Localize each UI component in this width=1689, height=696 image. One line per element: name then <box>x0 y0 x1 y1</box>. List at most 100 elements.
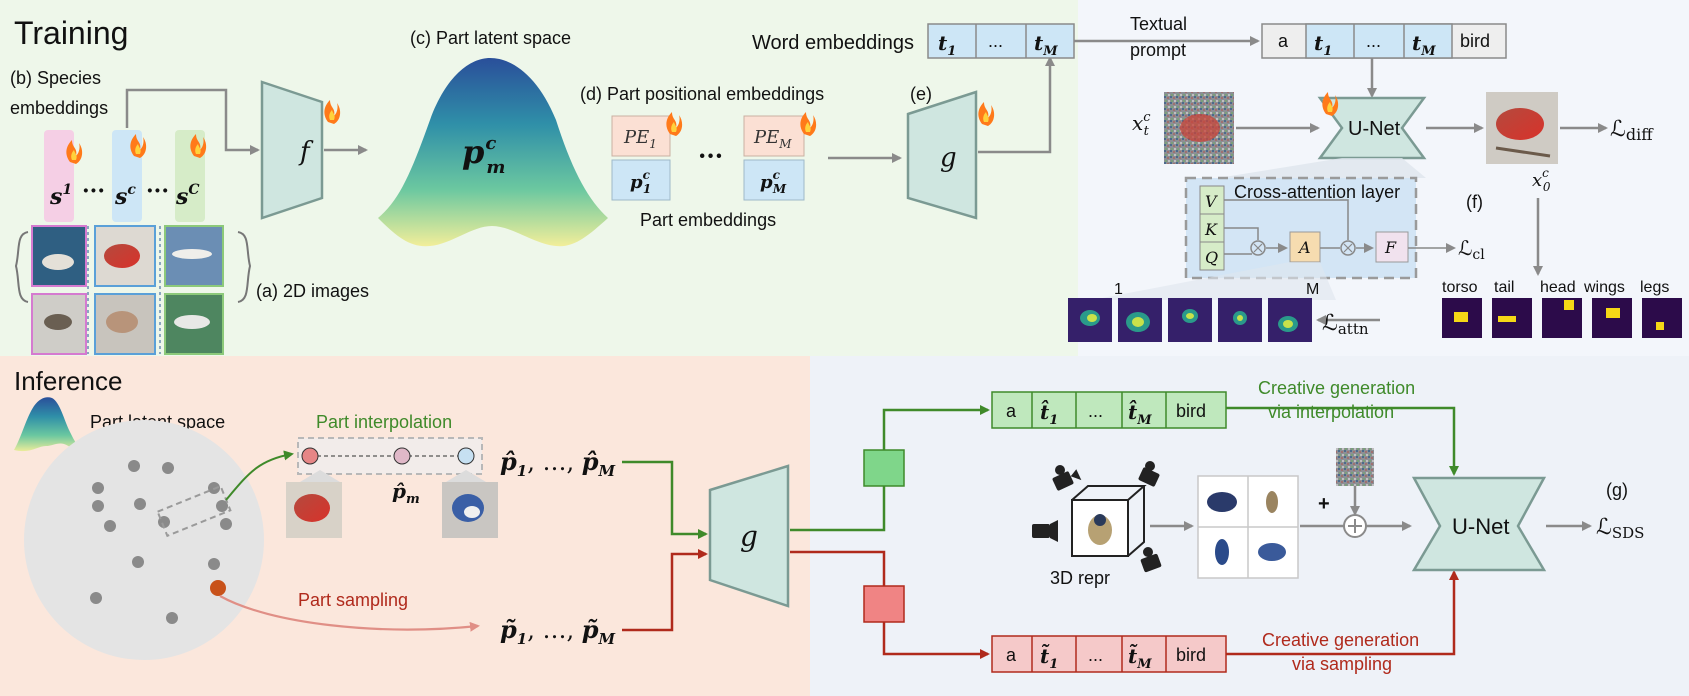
part-pos-label: (d) Part positional embeddings <box>580 84 824 104</box>
species-s1: s1 <box>49 182 72 210</box>
flame-icon <box>130 134 147 158</box>
l-diff: ℒdiff <box>1610 117 1654 144</box>
word-emb-dots: ... <box>988 31 1003 51</box>
flame-icon <box>1322 92 1339 116</box>
species-label-line1: (b) Species <box>10 68 101 88</box>
view-bird <box>1266 491 1278 513</box>
interp-mid-point <box>393 447 411 465</box>
flame-icon <box>324 100 341 124</box>
red-t1: t̃1 <box>1040 643 1058 672</box>
green-prompt-box <box>991 391 1227 429</box>
red-a: a <box>1006 645 1017 665</box>
g-tag: (g) <box>1606 480 1628 500</box>
part-dots: ··· <box>698 141 723 170</box>
noise-square <box>1336 448 1374 486</box>
prompt-bird: bird <box>1460 31 1490 51</box>
camera-icon <box>1032 520 1058 542</box>
green-a: a <box>1006 401 1017 421</box>
creative-interp-line2: via interpolation <box>1268 402 1394 422</box>
cross-attention-title: Cross-attention layer <box>1234 182 1400 202</box>
mask-label-wings: wings <box>1583 279 1625 296</box>
part-masks: torso tail head wings legs <box>1442 279 1682 338</box>
textual-prompt-line1: Textual <box>1130 14 1187 34</box>
green-dots: ... <box>1088 401 1103 421</box>
multiply-icon <box>1340 240 1356 256</box>
p-hat-sequence: p̂1, …, p̂M <box>500 447 616 480</box>
plus-sign: + <box>1318 493 1330 515</box>
green-prompt-to-unet-arrow <box>1226 406 1459 476</box>
word-emb-label: Word embeddings <box>752 32 914 54</box>
inference-g-label: g <box>740 520 758 553</box>
creative-samp-line2: via sampling <box>1292 654 1392 674</box>
feature-f-box <box>1375 231 1409 263</box>
species-dots: ··· <box>82 178 105 204</box>
unet-inference <box>1411 476 1547 572</box>
species-sc: sc <box>114 182 136 210</box>
flame-icon <box>666 112 683 136</box>
interp-start-point <box>301 447 319 465</box>
mask-label-head: head <box>1540 279 1576 296</box>
view-bird <box>1215 539 1229 565</box>
p1-box <box>611 159 671 201</box>
unet-training <box>1317 96 1427 160</box>
red-token-box <box>863 585 905 623</box>
prompt-t1: t1 <box>1314 31 1332 59</box>
inference-decoder-g <box>708 464 790 608</box>
interp-end-point <box>457 447 475 465</box>
flame-icon <box>800 112 817 136</box>
green-bird: bird <box>1176 401 1206 421</box>
zoom-wedge <box>1218 158 1426 178</box>
view-bird <box>1207 492 1237 512</box>
p-hat-m: p̂m <box>392 479 420 507</box>
prompt-dots: ... <box>1366 31 1381 51</box>
prompt-tm: tM <box>1412 31 1436 59</box>
flame-icon <box>190 134 207 158</box>
interp-selection-box <box>156 484 232 538</box>
l-cl: ℒcl <box>1458 236 1485 263</box>
multiply-icon <box>1250 240 1266 256</box>
green-t1: t̂1 <box>1040 398 1058 428</box>
training-heading: Training <box>14 15 128 51</box>
word-emb-tm: tM <box>1034 31 1058 59</box>
pm-box <box>743 159 805 201</box>
g-to-word-emb-arrow <box>978 56 1055 154</box>
pe1-text: PE1 <box>623 127 657 151</box>
interp-label: Part interpolation <box>316 412 452 432</box>
sampling-arrow <box>219 595 480 632</box>
red-prompt-to-unet-arrow <box>1226 570 1459 656</box>
word-emb-t1: t1 <box>938 31 956 59</box>
zoom-wedge <box>1092 262 1336 300</box>
decoder-g <box>906 90 978 220</box>
sampling-label: Part sampling <box>298 590 408 610</box>
view-bird <box>1258 543 1286 561</box>
inference-heading: Inference <box>14 366 122 396</box>
g-label: g <box>940 143 957 173</box>
red-tm: t̃M <box>1128 643 1152 672</box>
flame-icon <box>978 102 995 126</box>
camera-icon <box>1140 547 1162 573</box>
prompt-a: a <box>1278 31 1289 51</box>
creative-interp-line1: Creative generation <box>1258 378 1415 398</box>
red-bird: bird <box>1176 645 1206 665</box>
k-label: K <box>1204 220 1218 239</box>
mask-label-legs: legs <box>1640 279 1669 296</box>
attention-maps <box>1068 298 1312 342</box>
q-label: Q <box>1205 248 1218 267</box>
species-label-line2: embeddings <box>10 98 108 118</box>
encoder-f <box>260 80 324 220</box>
sampled-point <box>210 580 226 596</box>
flame-icon <box>66 140 83 164</box>
species-to-f-arrow <box>125 88 260 155</box>
p-tilde-sequence: p̃1, …, p̃M <box>500 615 616 648</box>
3d-cube <box>1071 485 1147 557</box>
l-sds: ℒSDS <box>1596 515 1644 542</box>
v-label: V <box>1205 192 1218 211</box>
cube-bird <box>1088 515 1112 545</box>
mask-label-tail: tail <box>1494 279 1514 296</box>
attn-first-label: 1 <box>1114 281 1123 298</box>
green-token-box <box>863 449 905 487</box>
